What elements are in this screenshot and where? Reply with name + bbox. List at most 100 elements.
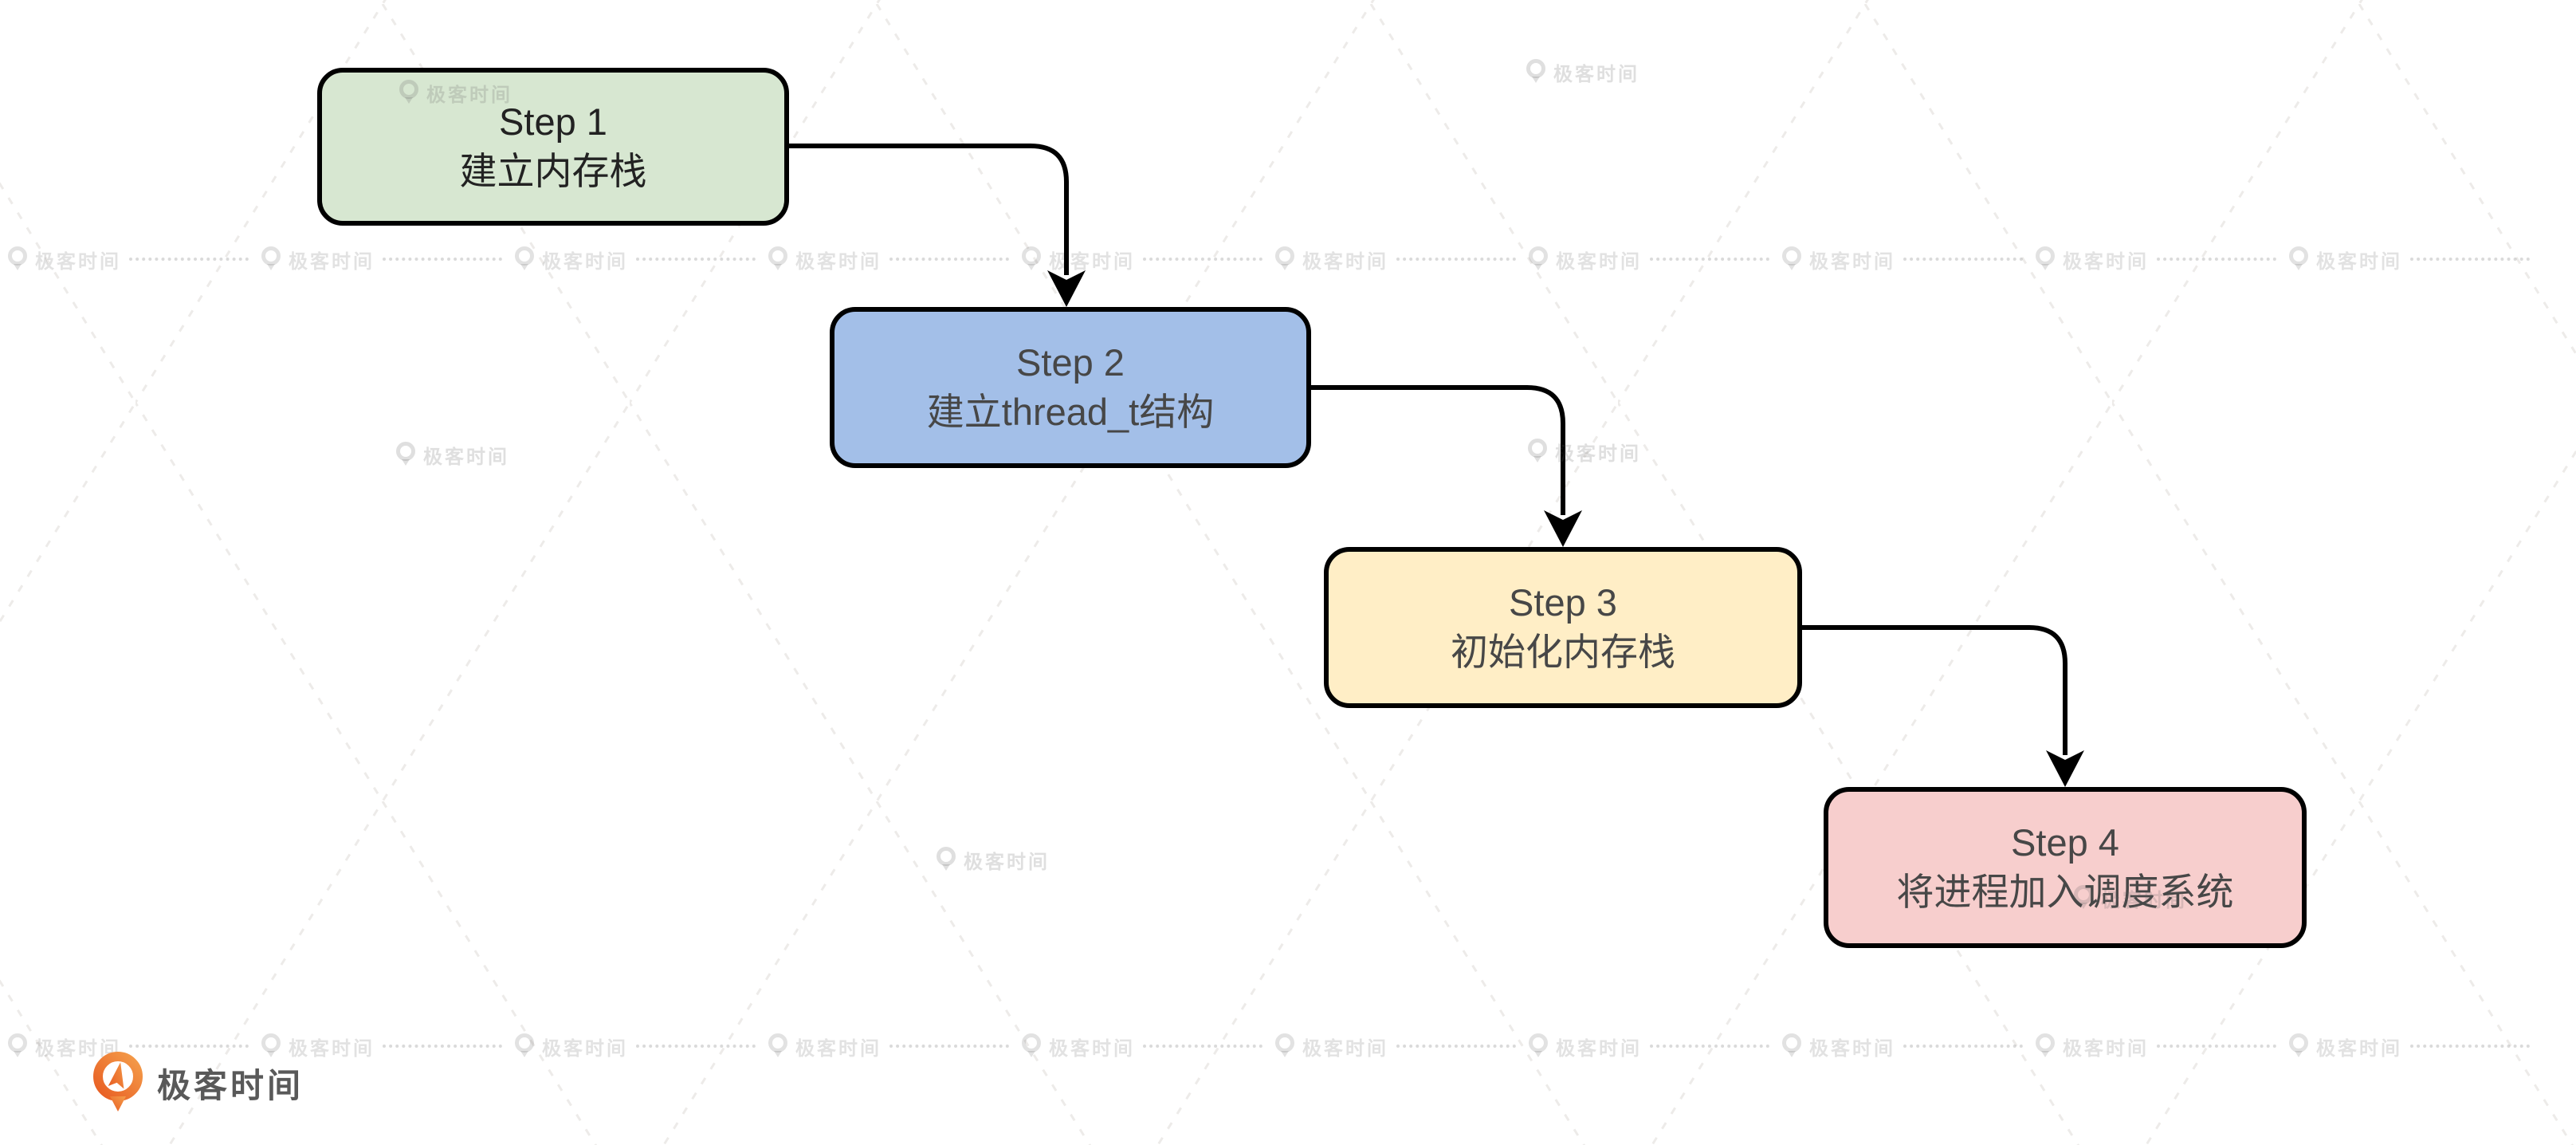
watermark-unit: 极客时间: [513, 1033, 756, 1060]
watermark-unit: 极客时间: [260, 246, 502, 273]
geek-time-pin-icon: [515, 246, 534, 270]
watermark-unit: 极客时间: [1781, 246, 2023, 273]
watermark-label: 极客时间: [423, 446, 509, 468]
watermark-label: 极客时间: [2063, 250, 2149, 273]
watermark-label: 极客时间: [1302, 250, 1388, 273]
watermark-label: 极客时间: [795, 250, 882, 273]
watermark-unit: 极客时间: [1274, 1033, 1516, 1060]
watermark-unit: 极客时间: [1527, 1033, 1769, 1060]
geek-time-pin-icon: [261, 246, 281, 270]
dotted-line: [2410, 258, 2530, 261]
watermark-unit: 极客时间: [1525, 58, 1639, 86]
geek-time-pin-icon: [1529, 1033, 1548, 1057]
dotted-line: [1650, 1045, 1769, 1048]
geek-time-pin-icon: [1022, 246, 1041, 270]
geek-time-pin-icon: [1782, 1033, 1801, 1057]
geek-time-pin-icon: [1528, 439, 1547, 462]
watermark-unit: 极客时间: [935, 846, 1050, 874]
geek-time-pin-icon: [2036, 246, 2055, 270]
step-node-3: Step 3 初始化内存栈: [1324, 547, 1802, 708]
step-subtitle: 将进程加入调度系统: [1896, 871, 2234, 913]
watermark-label: 极客时间: [2063, 1037, 2149, 1060]
watermark: 极客时间: [1525, 57, 1651, 86]
watermark-unit: 极客时间: [1274, 246, 1516, 273]
step-node-2: Step 2 建立thread_t结构: [830, 307, 1311, 468]
watermark: 极客时间: [2072, 883, 2198, 912]
dotted-line: [383, 1045, 502, 1048]
geek-time-pin-icon: [1275, 1033, 1294, 1057]
watermark: 极客时间: [935, 845, 1061, 874]
step-title: Step 2: [1016, 341, 1125, 384]
dotted-line: [636, 258, 756, 261]
geek-time-logo: 极客时间: [92, 1051, 304, 1115]
watermark-label: 极客时间: [1555, 443, 1641, 465]
geek-time-pin-icon: [937, 847, 956, 871]
dotted-line: [1650, 258, 1769, 261]
watermark-unit: 极客时间: [395, 441, 509, 469]
watermark-unit: 极客时间: [1526, 438, 1641, 466]
watermark-label: 极客时间: [2316, 250, 2402, 273]
geek-time-pin-icon: [1529, 246, 1548, 270]
dotted-line: [1903, 258, 2023, 261]
watermark-unit: 极客时间: [2287, 246, 2530, 273]
dotted-line: [2410, 1045, 2530, 1048]
watermark-unit: 极客时间: [767, 1033, 1009, 1060]
watermark-unit: 极客时间: [1527, 246, 1769, 273]
arrowhead-step4: [2046, 750, 2084, 787]
step-title: Step 1: [499, 100, 607, 143]
geek-time-pin-icon: [1526, 59, 1545, 83]
watermark-label: 极客时间: [1302, 1037, 1388, 1060]
geek-time-pin-icon: [2036, 1033, 2055, 1057]
watermark-label: 极客时间: [542, 1037, 628, 1060]
watermark-unit: 极客时间: [260, 1033, 502, 1060]
dotted-line: [889, 1045, 1009, 1048]
watermark-label: 极客时间: [964, 851, 1050, 873]
step-subtitle: 初始化内存栈: [1451, 631, 1675, 673]
geek-time-pin-icon: [1782, 246, 1801, 270]
watermark-label: 极客时间: [289, 250, 375, 273]
watermark-unit: 极客时间: [513, 246, 756, 273]
watermark-label: 极客时间: [289, 1037, 375, 1060]
geek-time-pin-icon: [1275, 246, 1294, 270]
watermark-label: 极客时间: [1049, 1037, 1135, 1060]
step-subtitle: 建立内存栈: [459, 150, 647, 192]
dotted-line: [1143, 258, 1262, 261]
step-subtitle: 建立thread_t结构: [926, 391, 1215, 433]
watermark-label: 极客时间: [2316, 1037, 2402, 1060]
arrowhead-step3: [1544, 510, 1582, 547]
watermark-label: 极客时间: [795, 1037, 882, 1060]
watermark-label: 极客时间: [1556, 250, 1642, 273]
watermark-unit: 极客时间: [2034, 246, 2276, 273]
watermark-unit: 极客时间: [2072, 884, 2187, 912]
geek-time-pin-icon: [2074, 885, 2093, 909]
geek-time-pin-icon: [261, 1033, 281, 1057]
watermark-label: 极客时间: [2101, 889, 2187, 911]
watermark-unit: 极客时间: [6, 246, 249, 273]
geek-time-pin-icon: [2289, 1033, 2308, 1057]
watermark-label: 极客时间: [426, 84, 512, 106]
watermark: 极客时间: [1526, 437, 1652, 466]
watermark-label: 极客时间: [1553, 63, 1639, 85]
step-node-1: Step 1 建立内存栈: [317, 68, 789, 226]
watermark-band-bottom: 极客时间极客时间极客时间极客时间极客时间极客时间极客时间极客时间极客时间极客时间: [6, 1030, 2576, 1062]
dotted-line: [1396, 258, 1516, 261]
brand-name: 极客时间: [157, 1066, 304, 1104]
watermark-label: 极客时间: [1556, 1037, 1642, 1060]
watermark-unit: 极客时间: [767, 246, 1009, 273]
step-title: Step 4: [2011, 821, 2119, 864]
watermark: 极客时间: [398, 78, 524, 107]
geek-time-pin-icon: [1022, 1033, 1041, 1057]
dotted-line: [1903, 1045, 2023, 1048]
connector-step2-step3: [1311, 385, 1565, 515]
geek-time-pin-icon: [768, 246, 787, 270]
watermark-unit: 极客时间: [398, 79, 512, 107]
geek-time-pin-icon: [8, 1033, 27, 1057]
connector-step3-step4: [1802, 625, 2067, 755]
geek-time-pin-icon: [396, 442, 415, 466]
geek-time-pin-icon: [399, 80, 418, 104]
arrowhead-step2: [1047, 270, 1086, 307]
step-node-4: Step 4 将进程加入调度系统: [1824, 787, 2307, 948]
dotted-line: [636, 1045, 756, 1048]
